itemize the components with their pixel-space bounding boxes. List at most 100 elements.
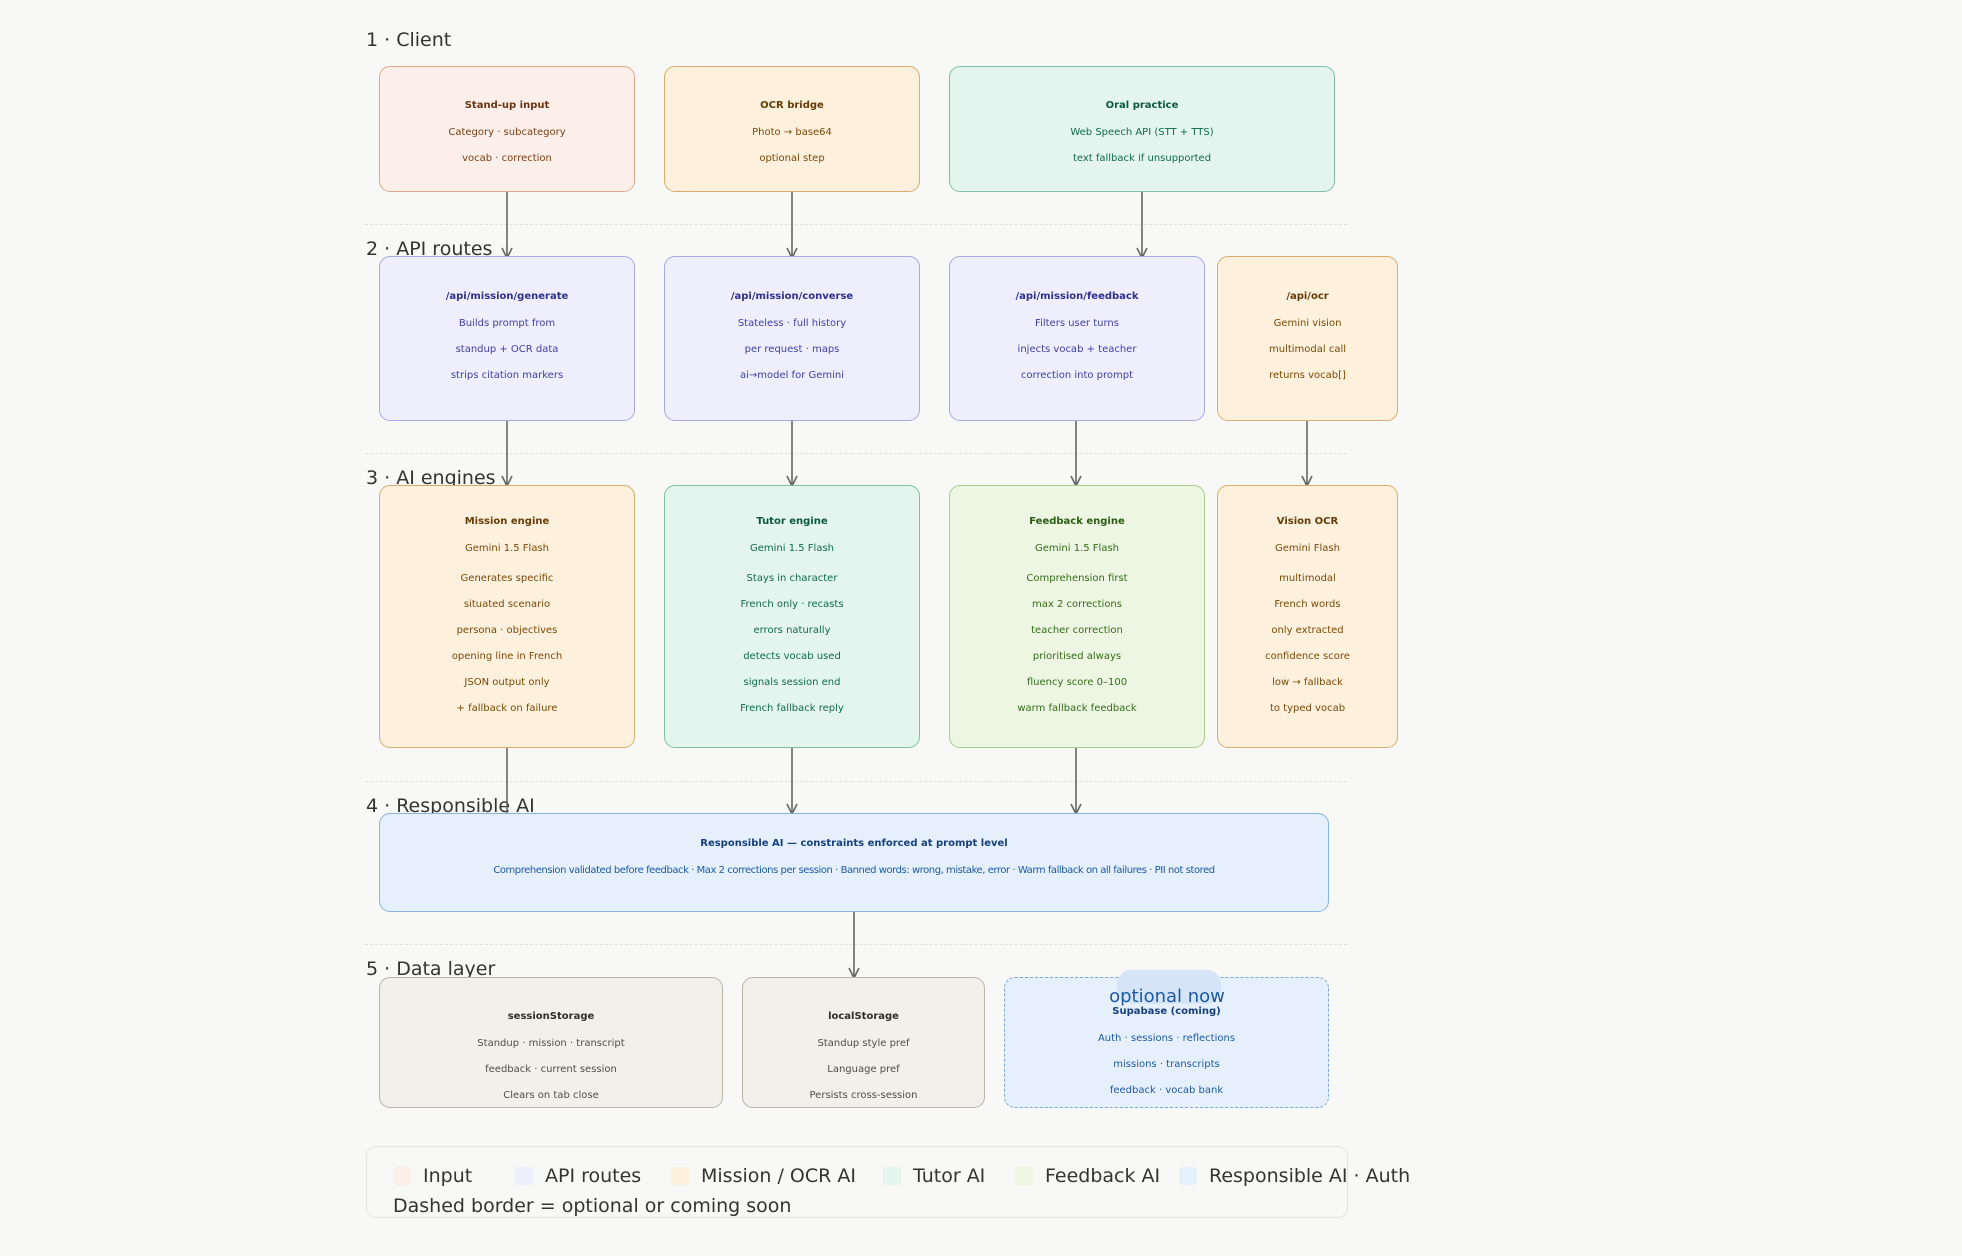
legend-note: Dashed border = optional or coming soon [393,1195,792,1217]
feedback-engine-line: fluency score 0–100 [1026,677,1128,688]
layer-divider [365,224,1347,225]
supabase-line: Auth · sessions · reflections [1097,1033,1236,1044]
api-feedback-line: correction into prompt [1020,370,1134,381]
tutor-engine-title: Tutor engine [756,516,828,527]
vision-ocr-model: Gemini Flash [1275,543,1340,554]
optional-badge [1117,970,1221,1004]
local-storage-box: localStorage Standup style pref Language… [742,977,985,1108]
legend-swatch [1015,1167,1033,1185]
standup-input-line: vocab · correction [462,153,552,164]
layer-label-client: 1 · Client [366,29,452,51]
tutor-engine-line: French only · recasts [740,599,844,610]
mission-engine-line: situated scenario [463,599,551,610]
standup-input-box: Stand-up input Category · subcategory vo… [379,66,635,192]
oral-practice-line: text fallback if unsupported [1072,153,1212,164]
responsible-ai-constraints: Comprehension validated before feedback … [493,865,1215,876]
local-storage-line: Persists cross-session [809,1090,918,1101]
ocr-bridge-title: OCR bridge [760,100,824,111]
mission-engine-title: Mission engine [464,516,550,527]
api-ocr-box: /api/ocr Gemini vision multimodal call r… [1217,256,1398,421]
mission-engine-line: + fallback on failure [456,703,558,714]
api-generate-title: /api/mission/generate [445,291,569,302]
api-generate-line: Builds prompt from [458,318,556,329]
mission-engine-line: JSON output only [464,677,550,688]
legend-item-input: Input [393,1165,472,1187]
feedback-engine-line: warm fallback feedback [1017,703,1137,714]
layer-divider [365,453,1347,454]
api-converse-line: Stateless · full history [737,318,847,329]
session-storage-line: Clears on tab close [503,1090,599,1101]
standup-input-line: Category · subcategory [448,127,566,138]
legend-swatch [671,1167,689,1185]
optional-badge-text: optional now [1109,986,1225,1007]
api-converse-box: /api/mission/converse Stateless · full h… [664,256,920,421]
api-generate-line: strips citation markers [450,370,564,381]
api-generate-box: /api/mission/generate Builds prompt from… [379,256,635,421]
legend-item-responsible-ai-auth: Responsible AI · Auth [1179,1165,1410,1187]
tutor-engine-box: Tutor engine Gemini 1.5 Flash Stays in c… [664,485,920,748]
mission-engine-line: persona · objectives [456,625,558,636]
layer-divider [365,781,1347,782]
legend-label: Input [423,1165,473,1187]
layer-label-ai-engines: 3 · AI engines [366,467,496,489]
tutor-engine-line: signals session end [743,677,841,688]
legend-label: Feedback AI [1045,1165,1161,1187]
vision-ocr-line: confidence score [1265,651,1350,662]
local-storage-title: localStorage [828,1011,899,1022]
supabase-box: optional now Supabase (coming) Auth · se… [1004,970,1329,1108]
ocr-bridge-line: optional step [759,153,825,164]
tutor-engine-line: Stays in character [746,573,838,584]
feedback-engine-line: prioritised always [1032,651,1122,662]
local-storage-line: Language pref [827,1064,900,1075]
api-ocr-title: /api/ocr [1286,291,1329,302]
tutor-engine-line: detects vocab used [743,651,841,662]
legend-swatch [393,1167,411,1185]
api-ocr-line: returns vocab[] [1269,370,1346,381]
responsible-ai-box: Responsible AI — constraints enforced at… [379,813,1329,912]
vision-ocr-line: French words [1274,599,1341,610]
session-storage-box: sessionStorage Standup · mission · trans… [379,977,723,1108]
api-ocr-line: Gemini vision [1273,318,1342,329]
feedback-engine-title: Feedback engine [1029,516,1125,527]
api-feedback-title: /api/mission/feedback [1015,291,1139,302]
legend-item-tutor-ai: Tutor AI [883,1165,985,1187]
api-converse-title: /api/mission/converse [730,291,854,302]
layer-label-data-layer: 5 · Data layer [366,958,496,980]
oral-practice-box: Oral practice Web Speech API (STT + TTS)… [949,66,1335,192]
responsible-ai-title: Responsible AI — constraints enforced at… [700,838,1008,849]
legend-swatch [515,1167,533,1185]
vision-ocr-line: to typed vocab [1269,703,1346,714]
legend-label: Responsible AI · Auth [1209,1165,1411,1187]
session-storage-line: Standup · mission · transcript [477,1038,625,1049]
supabase-line: feedback · vocab bank [1109,1085,1224,1096]
legend-item-api-routes: API routes [515,1165,641,1187]
api-ocr-line: multimodal call [1268,344,1347,355]
api-feedback-line: injects vocab + teacher [1017,344,1137,355]
session-storage-line: feedback · current session [485,1064,617,1075]
tutor-engine-line: French fallback reply [740,703,844,714]
vision-ocr-line: multimodal [1279,573,1336,584]
oral-practice-line: Web Speech API (STT + TTS) [1070,127,1214,138]
local-storage-line: Standup style pref [817,1038,910,1049]
mission-engine-box: Mission engine Gemini 1.5 Flash Generate… [379,485,635,748]
layer-label-responsible-ai: 4 · Responsible AI [366,795,535,817]
api-generate-line: standup + OCR data [455,344,559,355]
legend-swatch [883,1167,901,1185]
vision-ocr-box: Vision OCR Gemini Flash multimodal Frenc… [1217,485,1398,748]
ocr-bridge-box: OCR bridge Photo → base64 optional step [664,66,920,192]
standup-input-title: Stand-up input [464,100,550,111]
api-feedback-line: Filters user turns [1035,318,1119,329]
feedback-engine-box: Feedback engine Gemini 1.5 Flash Compreh… [949,485,1205,748]
tutor-engine-model: Gemini 1.5 Flash [749,543,834,554]
vision-ocr-title: Vision OCR [1276,516,1339,527]
mission-engine-model: Gemini 1.5 Flash [464,543,549,554]
feedback-engine-line: max 2 corrections [1032,599,1122,610]
ocr-bridge-line: Photo → base64 [752,127,832,138]
mission-engine-line: Generates specific [460,573,554,584]
legend-item-mission-ocr-ai: Mission / OCR AI [671,1165,856,1187]
tutor-engine-line: errors naturally [753,625,831,636]
api-feedback-box: /api/mission/feedback Filters user turns… [949,256,1205,421]
legend-label: Tutor AI [913,1165,986,1187]
